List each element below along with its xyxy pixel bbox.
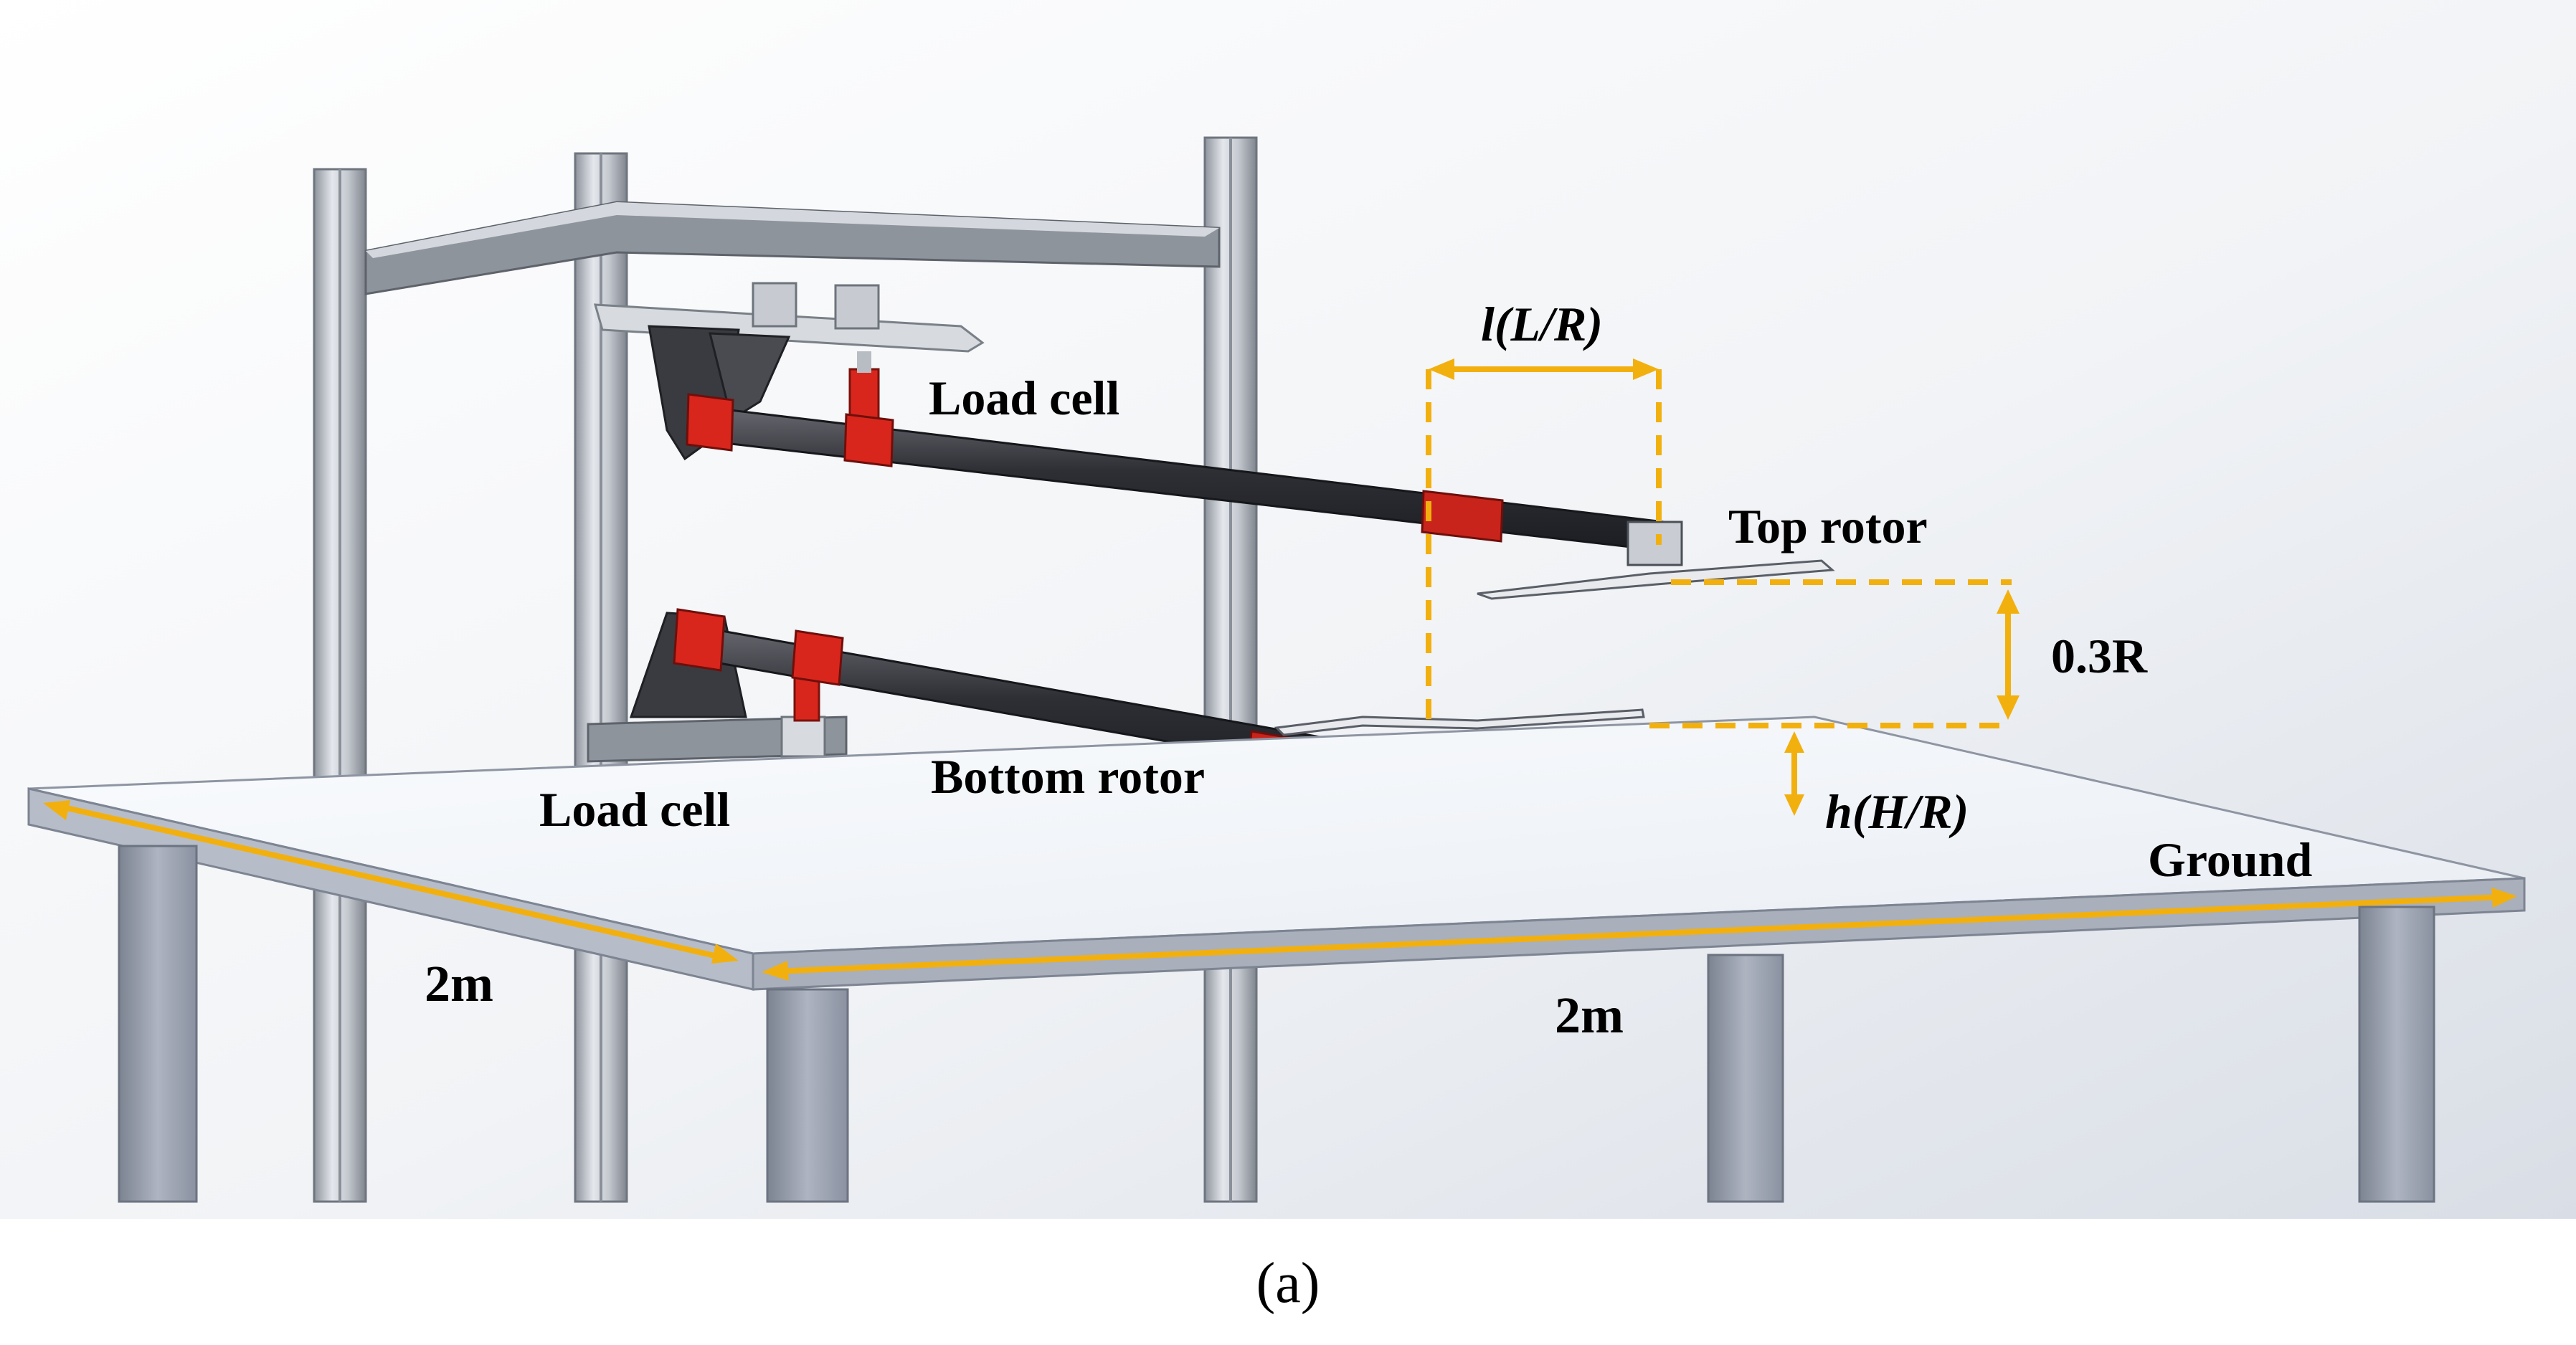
background-panel (0, 0, 2576, 1219)
top-rotor-hub (1626, 521, 1683, 566)
top-load-cell (848, 368, 880, 421)
table-leg-right (2358, 906, 2435, 1203)
label-rotor-spacing: l(L/R) (1481, 297, 1603, 351)
label-bottom-rotor: Bottom rotor (931, 749, 1205, 804)
top-arm-mount-red (686, 393, 734, 452)
label-table-depth: 2m (425, 955, 493, 1012)
top-arm-coupler-red (1421, 490, 1504, 543)
top-arm (686, 393, 1835, 600)
table-leg-front-left (118, 845, 198, 1203)
table-depth-arrow (57, 803, 725, 961)
bottom-arm-mount-red (673, 608, 726, 672)
label-load-cell-top: Load cell (929, 371, 1119, 425)
top-load-cell-assembly (593, 282, 985, 461)
table-width-arrow (774, 894, 2504, 974)
label-ground: Ground (2148, 832, 2312, 887)
label-load-cell-bottom: Load cell (539, 782, 730, 837)
table-leg-back-center (1707, 954, 1784, 1203)
label-vertical-offset: 0.3R (2051, 629, 2148, 683)
dimension-lines (43, 358, 2517, 981)
label-top-rotor: Top rotor (1728, 499, 1928, 553)
bottom-arm-clamp-red (791, 629, 844, 686)
label-height: h(H/R) (1825, 784, 1969, 839)
label-table-width: 2m (1555, 987, 1624, 1044)
top-rotor-blade (1477, 559, 1835, 600)
figure-caption: (a) (1256, 1252, 1320, 1315)
table-leg-front-center (766, 988, 849, 1203)
top-arm-clamp-red (843, 413, 894, 467)
bottom-rotor-blade (1274, 708, 1645, 736)
